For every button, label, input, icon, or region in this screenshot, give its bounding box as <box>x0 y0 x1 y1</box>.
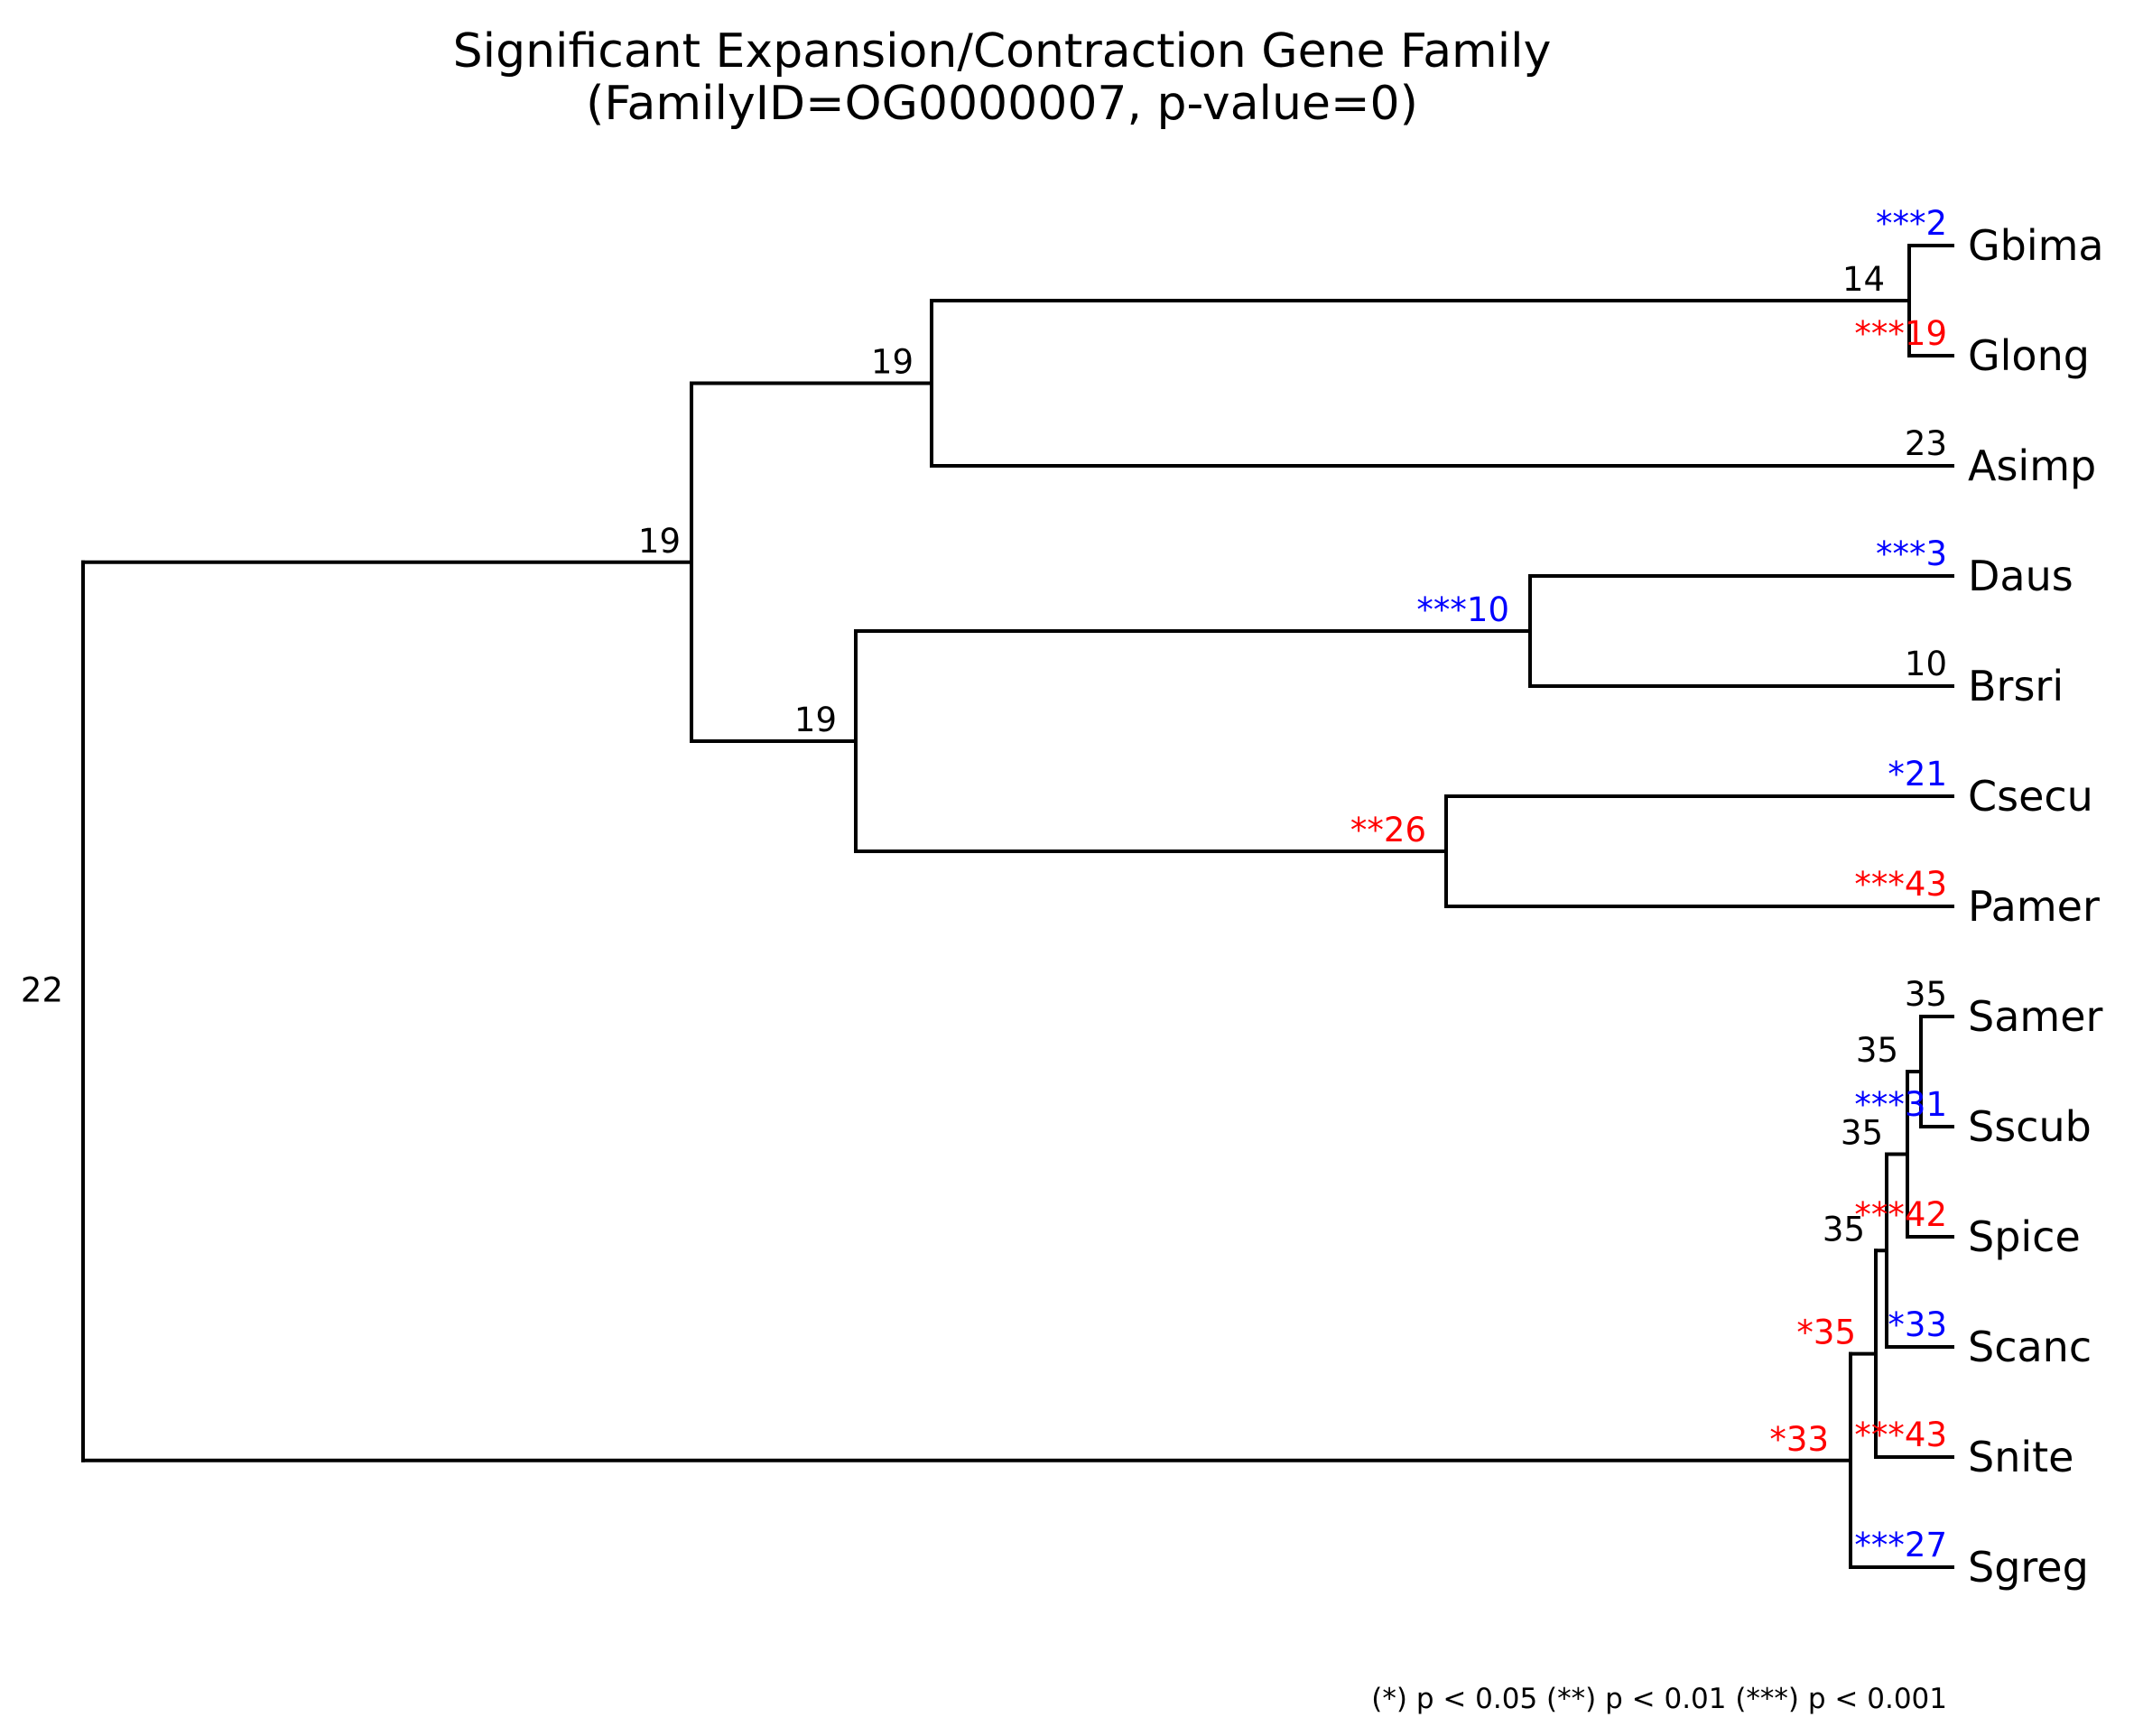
tip-name-snite: Snite <box>1968 1433 2073 1481</box>
tip-name-pamer: Pamer <box>1968 882 2100 931</box>
tip-value-scanc: *33 <box>1888 1305 1947 1344</box>
node-label-7: 35 <box>1841 1114 1883 1153</box>
tip-value-csecu: *21 <box>1888 755 1947 794</box>
tip-value-gbima: ***2 <box>1876 204 1947 243</box>
node-label-8: 35 <box>1823 1210 1865 1249</box>
significance-legend: (*) p < 0.05 (**) p < 0.01 (***) p < 0.0… <box>1371 1683 1947 1715</box>
node-label-2: ***10 <box>1416 590 1509 629</box>
tip-value-glong: ***19 <box>1854 314 1947 353</box>
tip-name-brsri: Brsri <box>1968 662 2064 710</box>
tip-name-asimp: Asimp <box>1968 441 2096 490</box>
tip-value-brsri: 10 <box>1905 645 1947 683</box>
tip-name-glong: Glong <box>1968 331 2090 380</box>
tip-value-sscub: ***31 <box>1854 1085 1947 1124</box>
node-label-11: 22 <box>21 970 63 1009</box>
node-label-4: 19 <box>794 701 837 739</box>
tip-name-scanc: Scanc <box>1968 1323 2092 1371</box>
figure-title-line1: Significant Expansion/Contraction Gene F… <box>453 24 1552 79</box>
tip-name-samer: Samer <box>1968 992 2102 1041</box>
tree-branches <box>81 244 1954 1569</box>
tip-value-samer: 35 <box>1905 975 1947 1014</box>
tip-name-sgreg: Sgreg <box>1968 1543 2089 1592</box>
tip-value-daus: ***3 <box>1876 534 1947 573</box>
tip-name-csecu: Csecu <box>1968 772 2093 821</box>
node-label-6: 35 <box>1856 1031 1898 1070</box>
node-label-10: *33 <box>1769 1420 1829 1459</box>
node-label-3: **26 <box>1350 811 1426 849</box>
tip-name-sscub: Sscub <box>1968 1102 2092 1151</box>
tip-value-pamer: ***43 <box>1854 865 1947 904</box>
node-label-1: 19 <box>871 343 914 382</box>
node-label-9: *35 <box>1796 1314 1856 1352</box>
tip-value-asimp: 23 <box>1905 424 1947 463</box>
tip-value-snite: ***43 <box>1854 1416 1947 1454</box>
tip-name-spice: Spice <box>1968 1212 2081 1261</box>
tip-value-sgreg: ***27 <box>1854 1526 1947 1564</box>
tip-name-gbima: Gbima <box>1968 221 2104 270</box>
tip-value-spice: ***42 <box>1854 1195 1947 1234</box>
node-label-0: 14 <box>1842 260 1885 299</box>
tip-name-daus: Daus <box>1968 552 2073 600</box>
node-label-5: 19 <box>638 522 681 561</box>
figure-title-line2: (FamilyID=OG0000007, p-value=0) <box>586 77 1418 131</box>
